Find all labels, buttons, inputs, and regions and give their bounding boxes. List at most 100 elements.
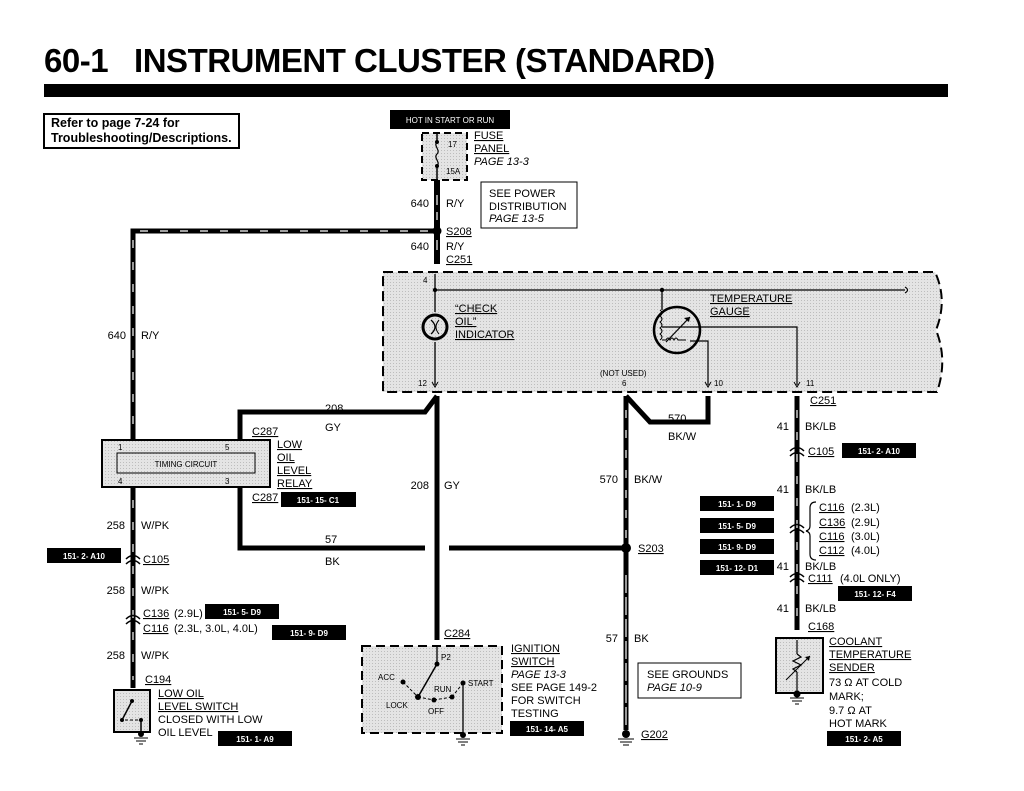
c116-b-label: C116: [819, 531, 844, 543]
wires-w640-b-color: R/Y: [446, 241, 465, 253]
connectors-c136-right: C136: [819, 517, 845, 529]
connectors-c136-left-note: (2.9L): [174, 608, 203, 620]
sender-spec-2: 9.7 Ω AT: [829, 705, 872, 717]
wires-w57-a-num: 57: [325, 534, 337, 546]
ignition-testing-0: FOR SWITCH: [511, 695, 581, 707]
c105-right-label: C105: [808, 446, 834, 458]
wires-w41-c-num: 41: [777, 561, 789, 573]
connectors-c111-note: (4.0L ONLY): [840, 573, 901, 585]
c251-top-label: C251: [446, 254, 472, 266]
wires-w258-c-num: 258: [107, 650, 125, 662]
badges-c111: 151- 12- F4: [854, 590, 896, 599]
badge-c116-left: 151- 9- D9: [272, 625, 346, 640]
power-hot-label: HOT IN START OR RUN: [406, 116, 495, 125]
cluster-check-oil-1: OIL”: [455, 316, 477, 328]
reference-note-line-1: Refer to page 7-24 for: [51, 116, 180, 130]
badges-d9-5: 151- 5- D9: [718, 522, 756, 531]
wires-w57-a-color: BK: [325, 556, 340, 568]
badges-c116-left: 151- 9- D9: [290, 629, 328, 638]
relay-pin-3: 3: [225, 477, 230, 486]
temperature-gauge-icon: [652, 290, 702, 355]
connectors-c116-a: C116: [819, 502, 844, 514]
c287-bottom-label: C287: [252, 492, 278, 504]
grounds-page: PAGE 10-9: [647, 682, 702, 694]
fuse-panel: 17 15A: [421, 132, 468, 181]
coolant-temperature-sender: [775, 637, 824, 705]
see-grounds-note: SEE GROUNDS PAGE 10-9: [637, 662, 742, 699]
badge-d9-9: 151- 9- D9: [700, 539, 774, 554]
wires-w208-mid-color: GY: [444, 480, 461, 492]
wires-w640-c-num: 640: [108, 330, 126, 342]
connectors-c116-left: C116: [143, 623, 168, 635]
wires-w208-top-color: GY: [325, 422, 342, 434]
ignition-testing-1: TESTING: [511, 708, 559, 720]
wires-w258-c-color: W/PK: [141, 650, 170, 662]
badges-ignition: 151- 14- A5: [526, 725, 569, 734]
wires-w570-a-num: 570: [668, 413, 686, 425]
ignition-see: SEE PAGE 149-2: [511, 682, 597, 694]
not-used-label: (NOT USED): [600, 369, 647, 378]
low-oil-level-relay: TIMING CIRCUIT 1 5 4 3: [101, 439, 271, 488]
ignition-name-1: SWITCH: [511, 656, 554, 668]
badges-sender: 151- 2- A5: [845, 735, 883, 744]
badge-d9-5: 151- 5- D9: [700, 518, 774, 533]
c136-left-label: C136: [143, 608, 169, 620]
badge-c111: 151- 12- F4: [838, 586, 912, 601]
wires-w258-a-num: 258: [107, 520, 125, 532]
s208-label: S208: [446, 226, 472, 238]
c287-top-label: C287: [252, 426, 278, 438]
c116-left-label: C116: [143, 623, 168, 635]
badges-d9-1: 151- 1- D9: [718, 500, 756, 509]
badges-c136-left: 151- 5- D9: [223, 608, 261, 617]
c116-a-label: C116: [819, 502, 844, 514]
relay-name-3: RELAY: [277, 478, 313, 490]
power-power-distribution-0: SEE POWER: [489, 188, 556, 200]
fuse-number: 17: [448, 140, 457, 149]
wires-w258-b-num: 258: [107, 585, 125, 597]
ignition-positions-acc: ACC: [378, 673, 395, 682]
cluster-pin-10: 10: [714, 379, 723, 388]
power-power-distribution-page: PAGE 13-5: [489, 213, 545, 225]
oil-switch-name-0: LOW OIL: [158, 688, 204, 700]
wires-w570-b-num: 570: [600, 474, 618, 486]
ground-icon: [456, 732, 470, 746]
badges-c105-left: 151- 2- A10: [63, 552, 106, 561]
badges-c105-right: 151- 2- A10: [858, 447, 901, 456]
thermistor-icon: [791, 653, 803, 673]
c136-right-label: C136: [819, 517, 845, 529]
sender-name-2: SENDER: [829, 662, 875, 674]
wires-w570-b-color: BK/W: [634, 474, 663, 486]
badge-oil-switch: 151- 1- A9: [218, 731, 292, 746]
wires-w57-b-color: BK: [634, 633, 649, 645]
fuse-panel-label-1: FUSE: [474, 130, 503, 142]
c194-label: C194: [145, 674, 171, 686]
c168-label: C168: [808, 621, 834, 633]
wires-w208-top-num: 208: [325, 403, 343, 415]
c251-bottom-label: C251: [810, 395, 836, 407]
sender-name-1: TEMPERATURE: [829, 649, 911, 661]
badge-d1-12: 151- 12- D1: [700, 560, 774, 575]
oil-switch-desc-1: OIL LEVEL: [158, 727, 213, 739]
title-rule: [44, 84, 948, 97]
wire-208: [237, 394, 439, 440]
wires-w258-a-color: W/PK: [141, 520, 170, 532]
wire-57: [237, 487, 425, 551]
ground-icon: [134, 731, 148, 745]
wires-w41-a-color: BK/LB: [805, 421, 836, 433]
ignition-name-0: IGNITION: [511, 643, 560, 655]
badges-d9-9: 151- 9- D9: [718, 543, 756, 552]
power-power-distribution-1: DISTRIBUTION: [489, 201, 567, 213]
cluster-pin-12: 12: [418, 379, 427, 388]
wires-w41-d-num: 41: [777, 603, 789, 615]
relay-pin-4: 4: [118, 477, 123, 486]
cluster-temp-gauge-0: TEMPERATURE: [710, 293, 792, 305]
wires-w41-a-num: 41: [777, 421, 789, 433]
power-distribution-note: SEE POWER DISTRIBUTION PAGE 13-5: [480, 181, 578, 229]
oil-switch-desc-0: CLOSED WITH LOW: [158, 714, 263, 726]
cluster-check-oil-0: “CHECK: [455, 303, 498, 315]
badges-d1-12: 151- 12- D1: [716, 564, 759, 573]
cluster-temp-gauge-1: GAUGE: [710, 306, 750, 318]
wires-w208-mid-num: 208: [411, 480, 429, 492]
ignition-switch: P2 ACC LOCK OFF RUN START: [361, 645, 503, 746]
fuse-rating: 15A: [446, 167, 461, 176]
